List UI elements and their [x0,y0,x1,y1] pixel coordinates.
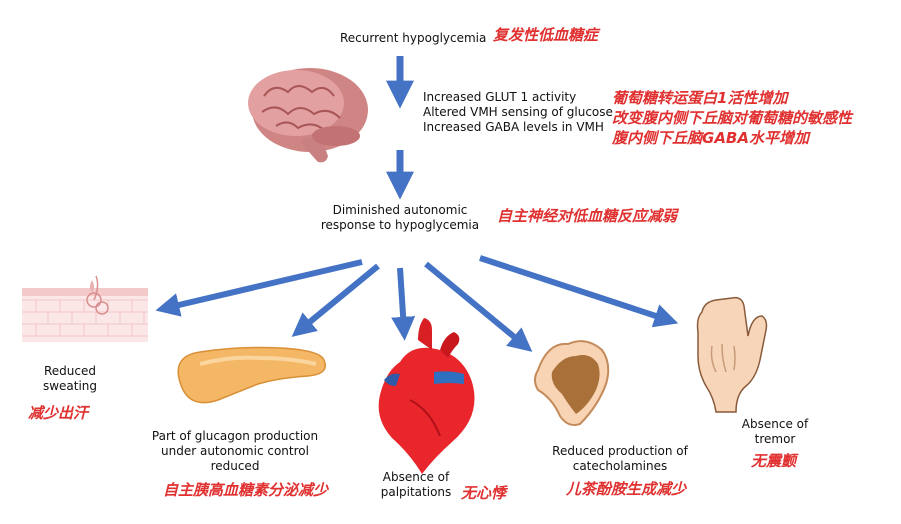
arrow-to-hand [479,255,679,328]
pancreas-icon [177,346,326,404]
brain-icon [248,68,368,163]
palpitations-cn-label: 无心悸 [461,484,507,502]
mechanism-cn-line: 葡萄糖转运蛋白1活性增加 [612,89,788,107]
glucagon-en-line: reduced [210,459,260,473]
middle-en-line: Diminished autonomic [332,203,468,217]
top-cn-label: 复发性低血糖症 [493,26,599,44]
hand-icon [696,296,768,413]
sweating-en-line: Reduced [43,364,96,378]
tremor-en-line: Absence of [741,417,809,431]
middle-cn-label: 自主神经对低血糖反应减弱 [497,207,678,225]
catecholamines-en-label: Reduced production of catecholamines [550,444,690,474]
tremor-en-label: Absence of tremor [730,417,820,447]
palpitations-en-line: palpitations [380,485,452,499]
mechanism-en-list: Increased GLUT 1 activity Altered VMH se… [423,90,613,135]
palpitations-en-line: Absence of [382,470,450,484]
heart-icon [378,318,475,474]
glucagon-en-line: under autonomic control [161,444,309,458]
mechanism-en-line: Increased GLUT 1 activity [423,90,577,104]
adrenal-gland-icon [534,340,610,426]
glucagon-en-label: Part of glucagon production under autono… [140,429,330,474]
glucagon-en-line: Part of glucagon production [151,429,319,443]
arrow-to-heart [391,267,416,341]
catecholamines-cn-label: 儿茶酚胺生成减少 [566,480,687,498]
sweating-cn-label: 减少出汗 [28,404,89,422]
mechanism-cn-line: 腹内侧下丘脑GABA水平增加 [612,129,809,147]
palpitations-en-label: Absence of palpitations [373,470,459,500]
catecholamines-en-line: catecholamines [572,459,668,473]
tremor-cn-label: 无震颤 [751,452,797,470]
sweat-skin-icon [22,275,148,342]
sweating-en-label: Reduced sweating [20,364,120,394]
mechanism-en-line: Increased GABA levels in VMH [423,120,604,134]
middle-en-line: response to hypoglycemia [320,218,480,232]
top-en-label: Recurrent hypoglycemia [340,31,487,45]
tremor-en-line: tremor [754,432,796,446]
sweating-en-line: sweating [42,379,98,393]
arrow-to-adrenal [424,261,533,352]
arrow-to-pancreas [291,263,380,337]
mechanism-cn-line: 改变腹内侧下丘脑对葡萄糖的敏感性 [612,109,853,127]
glucagon-cn-label: 自主胰高血糖素分泌减少 [163,481,329,499]
arrow-to-sweating [155,259,363,317]
mechanism-en-line: Altered VMH sensing of glucose [423,105,613,119]
mechanism-cn-list: 葡萄糖转运蛋白1活性增加 改变腹内侧下丘脑对葡萄糖的敏感性 腹内侧下丘脑GABA… [612,88,852,148]
catecholamines-en-line: Reduced production of [552,444,688,458]
middle-en-label: Diminished autonomic response to hypogly… [320,203,480,233]
